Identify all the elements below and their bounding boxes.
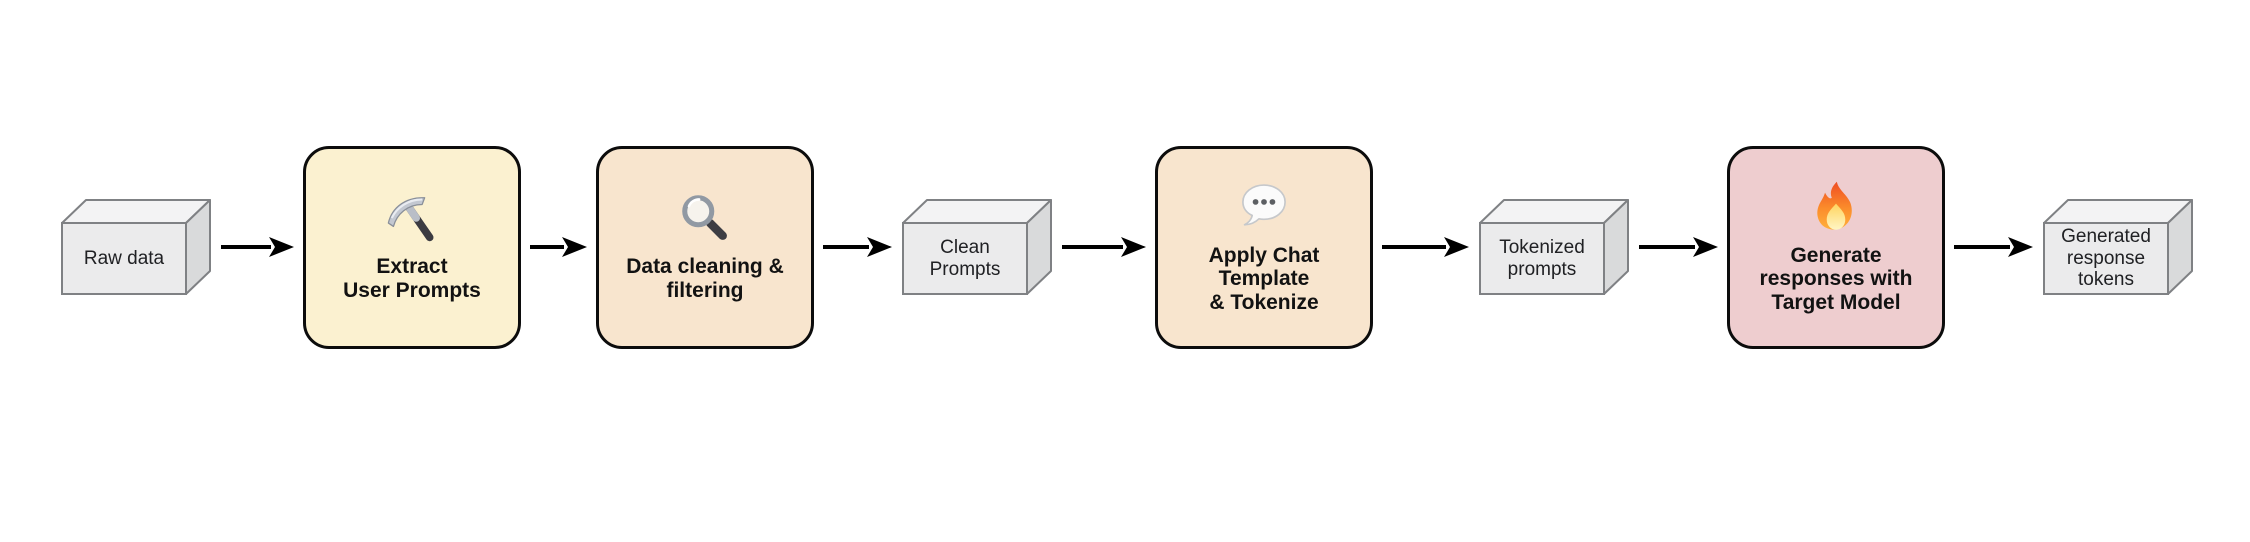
flow-arrow — [212, 236, 303, 258]
node-label: Generate responses with Target Model — [1759, 243, 1913, 314]
pickaxe-icon — [385, 191, 439, 245]
node-label: Raw data — [83, 247, 165, 269]
node-label: Clean Prompts — [929, 236, 1001, 280]
node-label: Apply Chat Template & Tokenize — [1208, 243, 1320, 314]
flow-arrow — [814, 236, 901, 258]
node-generated-response-tokens: Generated response tokens — [2042, 198, 2194, 296]
cube-graphic — [2043, 199, 2193, 295]
arrowhead-icon — [1693, 237, 1718, 257]
flow-arrow — [1945, 236, 2042, 258]
node-data-cleaning-filtering: Data cleaning & filtering — [596, 145, 814, 349]
pipeline-flow-diagram: Raw data Extract User Prompts — [60, 0, 2194, 494]
node-label: Data cleaning & filtering — [626, 255, 784, 302]
arrowhead-icon — [562, 237, 587, 257]
arrowhead-icon — [867, 237, 892, 257]
node-raw-data: Raw data — [60, 198, 212, 296]
flow-arrow — [1053, 236, 1155, 258]
node-tokenized-prompts: Tokenized prompts — [1478, 198, 1630, 296]
node-label: Extract User Prompts — [343, 255, 481, 302]
magnifying-glass-icon — [678, 191, 732, 245]
flow-arrow — [1630, 236, 1727, 258]
node-generate-responses-target-model: Generate responses with Target Model — [1727, 145, 1945, 349]
cube-graphic — [1479, 199, 1629, 295]
arrowhead-icon — [269, 237, 294, 257]
speech-bubble-icon — [1237, 180, 1291, 234]
arrowhead-icon — [2008, 237, 2033, 257]
arrowhead-icon — [1121, 237, 1146, 257]
node-label: Tokenized prompts — [1499, 236, 1585, 280]
cube-graphic — [902, 199, 1052, 295]
flow-arrow — [1373, 236, 1478, 258]
arrowhead-icon — [1444, 237, 1469, 257]
node-clean-prompts: Clean Prompts — [901, 198, 1053, 296]
flow-arrow — [521, 236, 596, 258]
cube-graphic — [61, 199, 211, 295]
fire-icon — [1809, 180, 1863, 234]
node-label: Generated response tokens — [2061, 225, 2151, 291]
node-extract-user-prompts: Extract User Prompts — [303, 145, 521, 349]
node-apply-chat-template-tokenize: Apply Chat Template & Tokenize — [1155, 145, 1373, 349]
